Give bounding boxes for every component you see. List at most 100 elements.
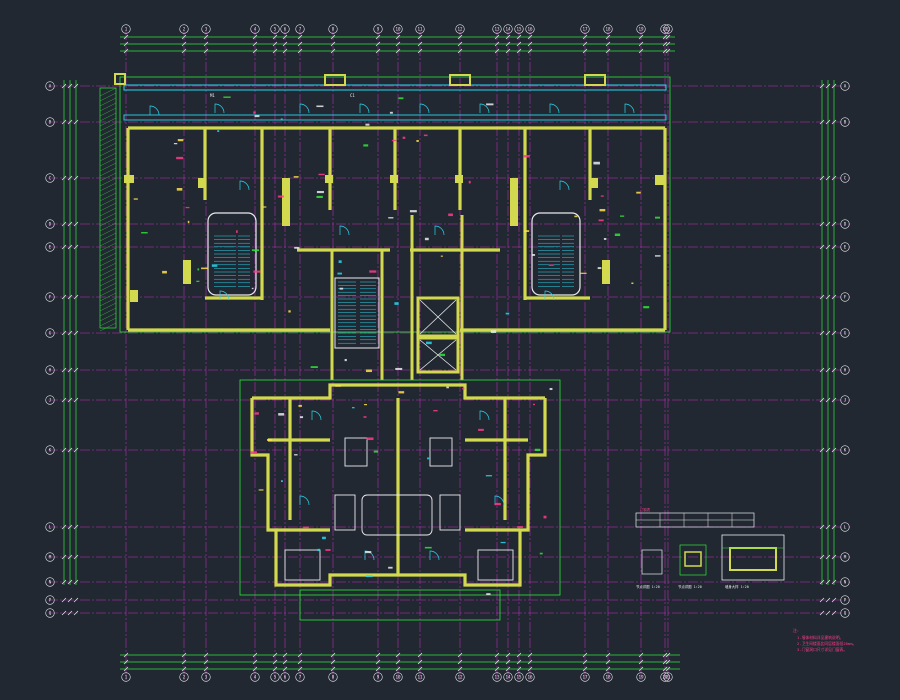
annotation-mark (317, 548, 321, 552)
annotation-mark (364, 403, 367, 406)
annotation-mark (363, 416, 367, 418)
dim-tick (61, 294, 67, 300)
hatch-line (99, 197, 117, 207)
dim-tick (527, 34, 533, 40)
axis-bubble-label: 10 (395, 27, 401, 32)
hatch-line (99, 237, 117, 247)
dim-tick (638, 41, 644, 47)
dim-tick (825, 524, 831, 530)
dim-tick (505, 48, 511, 54)
axis-bubble (373, 672, 383, 682)
door-swing (624, 103, 635, 114)
hatch-line (99, 182, 117, 192)
axis-bubble (45, 595, 55, 605)
dim-tick (417, 652, 423, 658)
annotation-mark (236, 230, 238, 233)
axis-bubble-label: M (49, 555, 52, 560)
hatch-line (99, 282, 117, 292)
dim-tick (61, 83, 67, 89)
axis-bubble-label: 4 (254, 27, 257, 32)
hatch-line (99, 322, 117, 332)
axis-bubble (840, 445, 850, 455)
dim-tick (67, 83, 73, 89)
annotation-mark (250, 451, 258, 454)
axis-bubble (179, 24, 189, 34)
hatch-line (99, 122, 117, 132)
dim-tick (67, 397, 73, 403)
dim-tick (61, 610, 67, 616)
dim-tick (67, 330, 73, 336)
dim-tick (67, 579, 73, 585)
dim-tick (527, 41, 533, 47)
hatch-line (99, 147, 117, 157)
axis-bubble-label: 14 (505, 675, 511, 680)
dim-tick (282, 659, 288, 665)
dim-tick (831, 579, 837, 585)
dimension-chains (63, 36, 835, 670)
annotation-mark (534, 448, 541, 452)
dim-tick (61, 579, 67, 585)
dim-tick (819, 221, 825, 227)
axis-bubble-label: P (844, 598, 847, 603)
door-swing (339, 225, 350, 236)
dim-tick (825, 175, 831, 181)
annotation-mark (425, 341, 432, 345)
door-window-table: 门窗表 (635, 507, 755, 528)
dim-tick (665, 652, 671, 658)
dim-tick (831, 83, 837, 89)
hatch-line (99, 192, 117, 202)
hatch-line (99, 227, 117, 237)
note-3: 3.门窗洞口尺寸详见门窗表。 (797, 647, 847, 652)
dim-tick (831, 524, 837, 530)
door-swing (544, 290, 555, 301)
dim-tick (505, 34, 511, 40)
hatch-line (99, 317, 117, 327)
dim-tick (417, 34, 423, 40)
annotation-mark (631, 282, 634, 285)
axis-bubble (179, 672, 189, 682)
axis-bubble (415, 672, 425, 682)
axis-bubble-label: 16 (527, 27, 533, 32)
annotation-mark (505, 312, 510, 315)
dim-tick (67, 221, 73, 227)
dim-tick (282, 34, 288, 40)
axis-bubble-label: 1 (125, 27, 128, 32)
hatch-line (99, 287, 117, 297)
dim-tick (181, 48, 187, 54)
axis-bubble-label: 19 (638, 675, 644, 680)
hatch-line (99, 312, 117, 322)
axis-bubble-label: P (49, 598, 52, 603)
dim-tick (819, 524, 825, 530)
dim-tick (662, 41, 668, 47)
annotation-mark (298, 404, 302, 407)
axis-bubble (503, 24, 513, 34)
axis-bubble (840, 552, 850, 562)
dim-tick (457, 652, 463, 658)
annotation-mark (299, 416, 304, 419)
annotation-mark (197, 268, 200, 271)
hatch-line (99, 297, 117, 307)
dim-tick (203, 48, 209, 54)
door-swing (299, 103, 310, 114)
annotation-mark (365, 369, 372, 373)
annotation-mark (614, 233, 621, 237)
dim-tick (505, 41, 511, 47)
dim-tick (61, 244, 67, 250)
dim-tick (662, 48, 668, 54)
dim-tick (395, 48, 401, 54)
axis-bubble-label: 13 (494, 675, 500, 680)
hatch-line (99, 207, 117, 217)
dim-tick (67, 610, 73, 616)
axis-bubble (45, 522, 55, 532)
axis-bubble (840, 365, 850, 375)
upper-wing-plan (99, 73, 671, 333)
central-core-plan (330, 215, 464, 380)
dim-tick (73, 554, 79, 560)
annotation-mark (344, 358, 347, 362)
dim-tick (831, 397, 837, 403)
dim-tick (67, 367, 73, 373)
annotation-mark (440, 255, 443, 257)
annotation-mark (532, 403, 535, 406)
dim-tick (831, 597, 837, 603)
